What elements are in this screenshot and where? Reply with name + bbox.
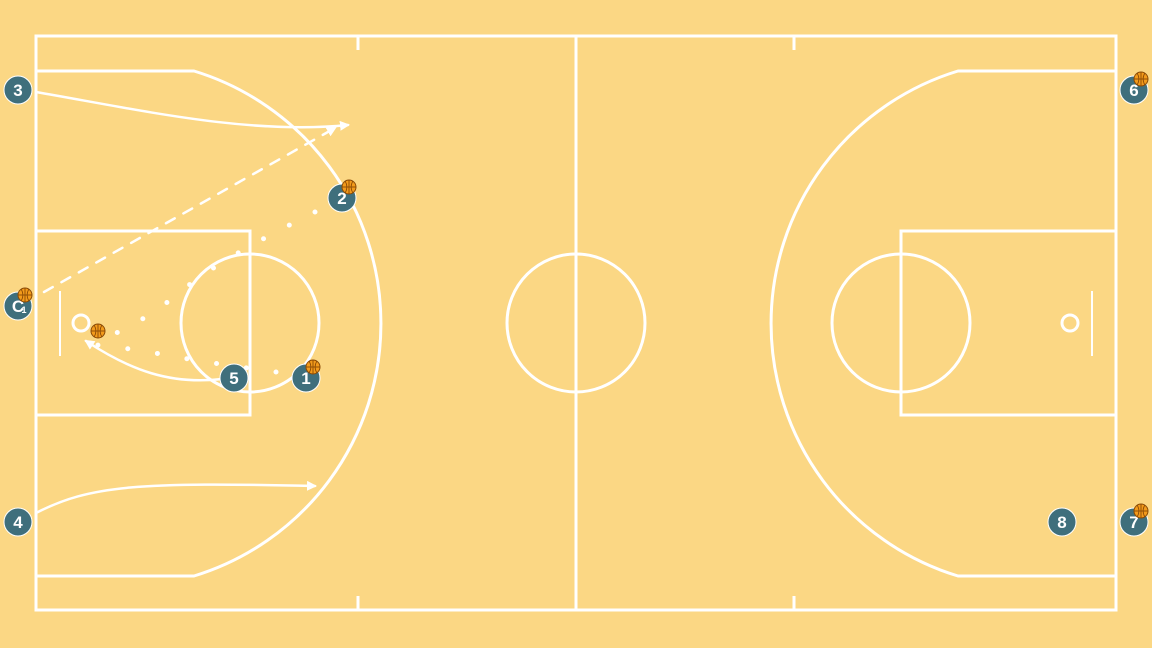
player-label: 8 — [1057, 513, 1066, 532]
cut-arrow-player-5 — [84, 339, 224, 382]
player-label: 2 — [337, 189, 346, 208]
center-circle — [505, 252, 647, 394]
right-free-throw-circle — [830, 252, 972, 394]
player-label: 6 — [1129, 81, 1138, 100]
dribble-path-player-2 — [85, 209, 318, 347]
pass-line-c-to-3 — [42, 126, 337, 294]
ball-near-basket-icon — [90, 323, 106, 339]
player-label: 4 — [13, 513, 23, 532]
basketball-icon — [17, 287, 33, 303]
dribble-path-player-1 — [85, 341, 279, 375]
basketball-icon — [1133, 503, 1149, 519]
player-label: 5 — [229, 369, 238, 388]
right-basket — [1060, 313, 1080, 333]
left-basket — [71, 313, 91, 333]
cut-arrow-player-4 — [34, 480, 317, 515]
basketball-icon — [341, 179, 357, 195]
movement-lines — [34, 90, 350, 515]
player-sub-label: 1 — [21, 305, 26, 315]
player-1: 1 — [291, 359, 321, 393]
left-three-point-line — [36, 69, 383, 578]
player-c: C1 — [3, 287, 33, 321]
right-three-point-line — [769, 69, 1116, 578]
player-7: 7 — [1119, 503, 1149, 537]
player-label: C — [12, 297, 24, 316]
right-key — [899, 229, 1118, 417]
loose-balls — [90, 323, 106, 339]
court-lines — [34, 34, 1118, 612]
player-label: 3 — [13, 81, 22, 100]
player-6: 6 — [1119, 71, 1149, 105]
player-label: 7 — [1129, 513, 1138, 532]
player-5: 5 — [219, 363, 249, 393]
basketball-icon — [1133, 71, 1149, 87]
player-3: 3 — [3, 75, 33, 105]
left-free-throw-circle — [179, 252, 321, 394]
cut-arrow-player-3 — [34, 90, 350, 131]
player-label: 1 — [301, 369, 310, 388]
left-key — [34, 229, 252, 417]
player-2: 2 — [327, 179, 357, 213]
basketball-icon — [305, 359, 321, 375]
player-4: 4 — [3, 507, 33, 537]
player-8: 8 — [1047, 507, 1077, 537]
